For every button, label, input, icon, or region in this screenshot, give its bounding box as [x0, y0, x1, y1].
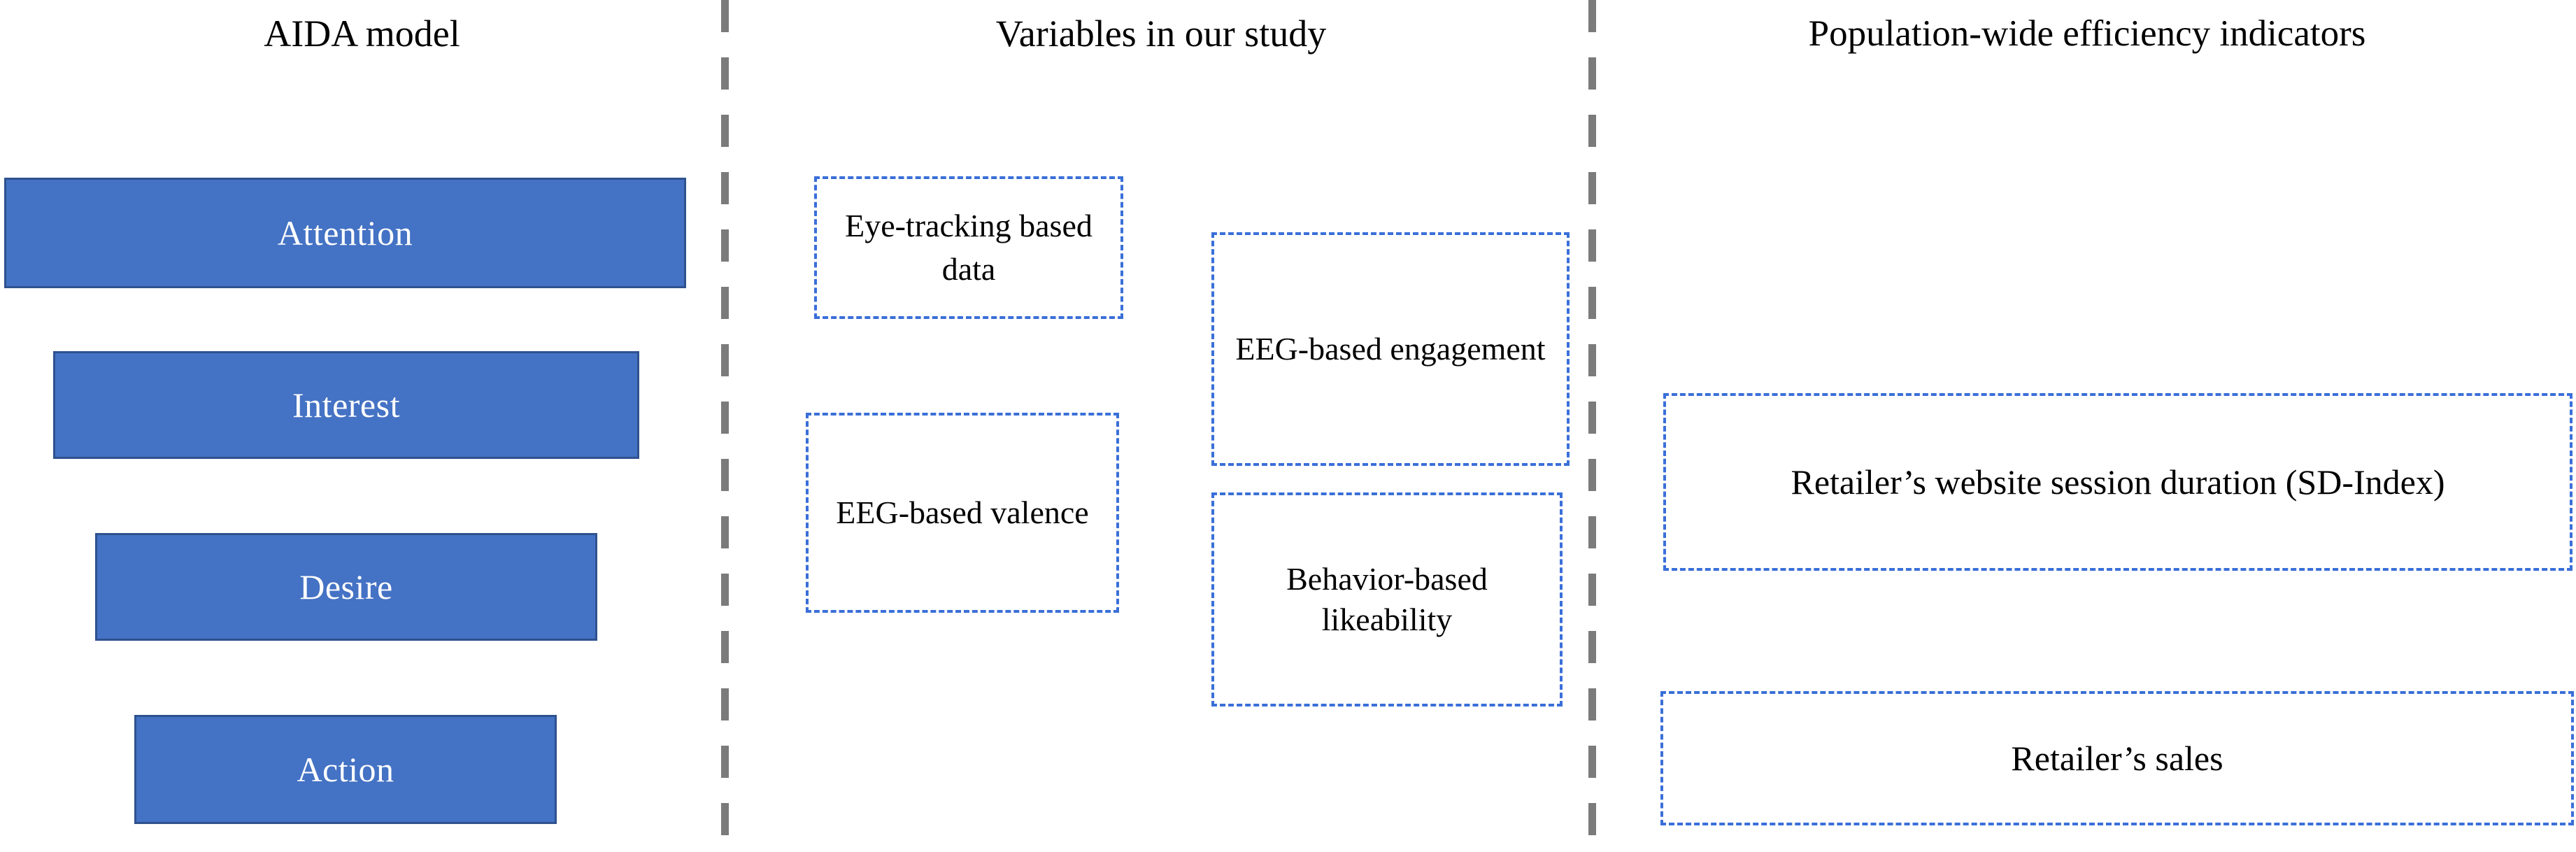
variable-box-eye-tracking-based-data: Eye-tracking based data	[814, 176, 1123, 319]
column-header-aida-model: AIDA model	[264, 13, 460, 55]
aida-stage-label: Desire	[299, 567, 393, 606]
aida-stage-action: Action	[134, 715, 557, 824]
column-divider-right	[1588, 0, 1596, 852]
variable-label: Behavior-based likeability	[1286, 561, 1488, 637]
column-header-variables-in-our-study: Variables in our study	[995, 13, 1327, 55]
variable-box-behavior-based-likeability: Behavior-based likeability	[1211, 492, 1563, 707]
aida-stage-label: Interest	[292, 385, 400, 425]
aida-stage-interest: Interest	[53, 351, 639, 459]
variable-label: Eye-tracking based data	[845, 208, 1093, 287]
indicator-label: Retailer’s sales	[2011, 739, 2223, 778]
aida-stage-attention: Attention	[4, 178, 686, 288]
indicator-box-retailer-sales: Retailer’s sales	[1660, 691, 2574, 825]
aida-stage-desire: Desire	[95, 533, 597, 641]
aida-stage-label: Attention	[277, 213, 413, 253]
column-divider-left	[721, 0, 729, 852]
indicator-label: Retailer’s website session duration (SD-…	[1791, 462, 2445, 502]
column-header-population-wide-efficiency-indicators: Population-wide efficiency indicators	[1808, 13, 2366, 54]
variable-label: EEG-based valence	[836, 495, 1089, 530]
variable-box-eeg-based-engagement: EEG-based engagement	[1211, 232, 1570, 466]
variable-label: EEG-based engagement	[1235, 331, 1546, 367]
variable-box-eeg-based-valence: EEG-based valence	[806, 413, 1119, 613]
aida-stage-label: Action	[297, 750, 394, 789]
indicator-box-website-session-duration: Retailer’s website session duration (SD-…	[1663, 393, 2573, 571]
